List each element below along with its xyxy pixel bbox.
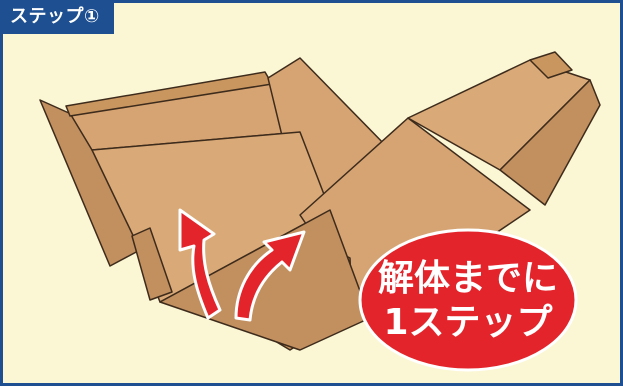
fold-arrows bbox=[178, 208, 306, 322]
step-label: ステップ① bbox=[0, 0, 114, 34]
left-fold-arrow bbox=[178, 208, 222, 320]
right-fold-arrow bbox=[234, 230, 306, 322]
badge-line-2: 1ステップ bbox=[383, 302, 552, 343]
left-box-half bbox=[39, 57, 391, 303]
badge-line-1: 解体までに bbox=[378, 258, 558, 299]
highlight-badge: 解体までに 1ステップ bbox=[358, 228, 578, 372]
